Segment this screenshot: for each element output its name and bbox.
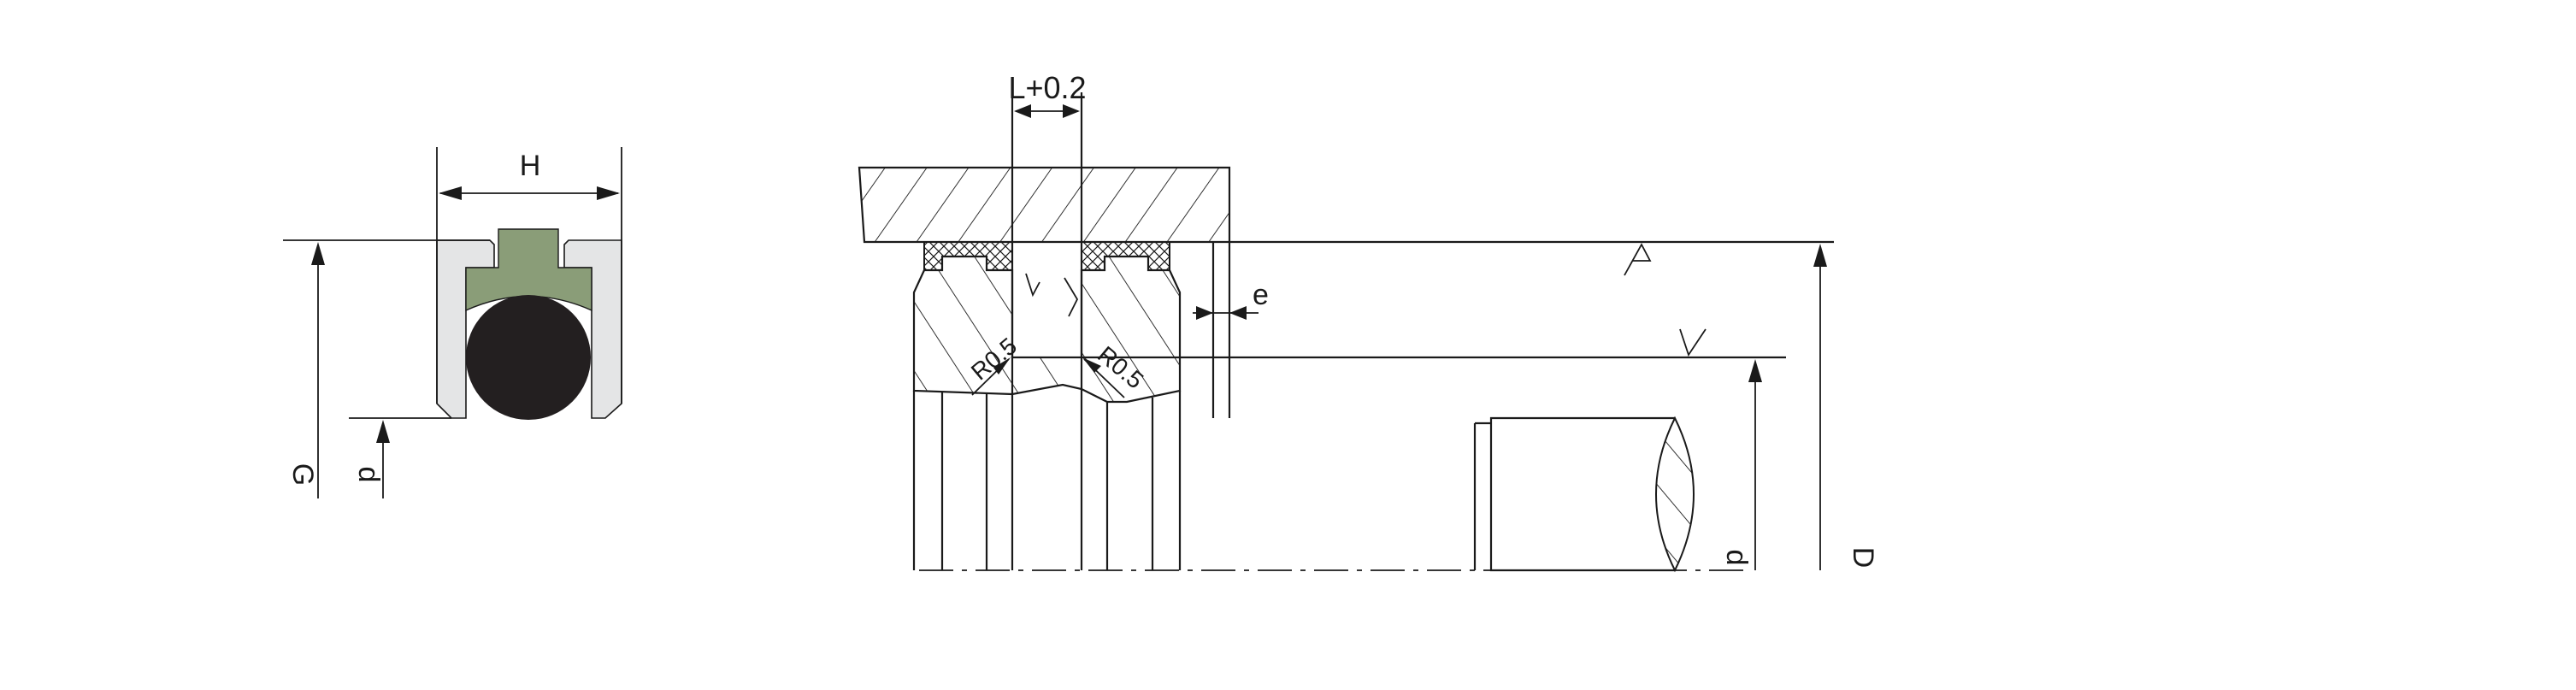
piston-body	[912, 255, 1182, 404]
surface-finish-icon	[1025, 243, 1707, 357]
rod	[1489, 416, 1675, 572]
groove-width-label: L+0.2	[1008, 70, 1086, 105]
gap-label: e	[1253, 279, 1269, 311]
outer-dia-label: G	[286, 463, 319, 486]
inner-dia-label: d	[352, 467, 385, 483]
o-ring	[466, 295, 591, 420]
bore-dia-label: D	[1847, 547, 1879, 569]
seal-cross-section: H G d	[283, 147, 622, 498]
installation-section: L+0.2 e R0.5 R0.5 D d	[858, 70, 1879, 573]
housing	[858, 166, 1231, 244]
rod-section-lens	[1655, 416, 1695, 573]
width-label: H	[520, 150, 541, 182]
rod-dia-label: d	[1720, 550, 1753, 566]
